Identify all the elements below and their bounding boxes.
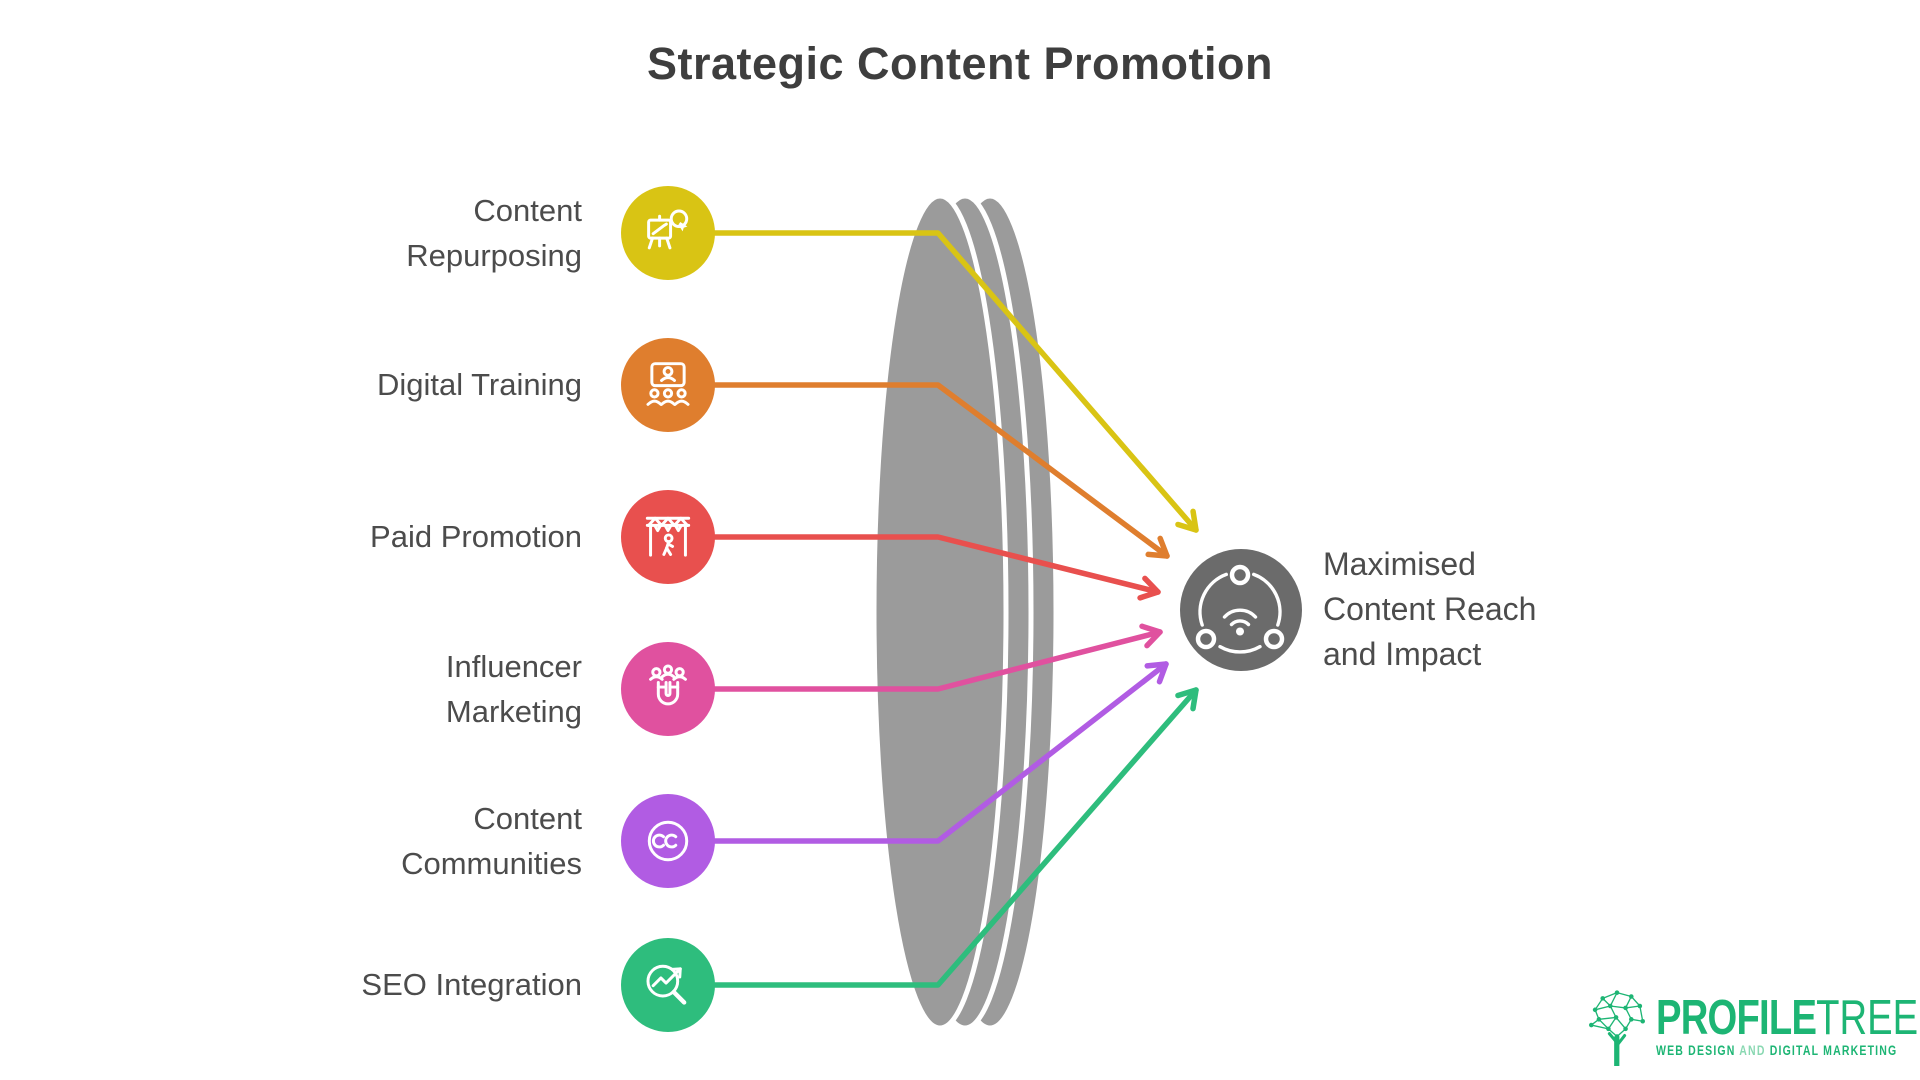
stage-promotion-icon xyxy=(621,490,715,584)
label-paid-promotion: Paid Promotion xyxy=(370,519,582,554)
profiletree-logo: PROFILETREE WEB DESIGN AND DIGITAL MARKE… xyxy=(1586,986,1920,1066)
creative-commons-icon xyxy=(621,794,715,888)
profiletree-wordmark: PROFILETREE WEB DESIGN AND DIGITAL MARKE… xyxy=(1656,993,1918,1058)
webinar-people-icon xyxy=(621,338,715,432)
arrow-digital-training xyxy=(697,382,1170,559)
brand-tree: TREE xyxy=(1816,990,1919,1045)
profiletree-tree-icon xyxy=(1589,990,1645,1066)
arrow-content-communities xyxy=(697,661,1169,844)
magnet-people-icon xyxy=(621,642,715,736)
tagline-and: AND xyxy=(1735,1042,1770,1058)
label-content-communities: Content Communities xyxy=(401,801,582,881)
label-outcome: Maximised Content Reach and Impact xyxy=(1323,546,1537,672)
label-digital-training: Digital Training xyxy=(376,367,582,402)
label-seo-integration: SEO Integration xyxy=(361,967,582,1002)
network-broadcast-icon xyxy=(1180,549,1302,671)
label-content-repurposing: Content Repurposing xyxy=(406,193,582,273)
tagline-webdesign: WEB DESIGN xyxy=(1656,1042,1736,1058)
brand-profile: PROFILE xyxy=(1656,990,1817,1045)
tagline-digitalmarketing: DIGITAL MARKETING xyxy=(1769,1042,1898,1058)
seo-magnifier-icon xyxy=(621,938,715,1032)
arrow-seo-integration xyxy=(697,687,1199,988)
easel-art-icon xyxy=(621,186,715,280)
page-title: Strategic Content Promotion xyxy=(646,38,1273,89)
arrow-content-repurposing xyxy=(697,230,1199,533)
lens-shape xyxy=(871,193,1059,1031)
label-influencer-marketing: Influencer Marketing xyxy=(445,649,582,729)
arrow-paid-promotion xyxy=(697,534,1161,601)
arrow-influencer-marketing xyxy=(697,623,1163,692)
